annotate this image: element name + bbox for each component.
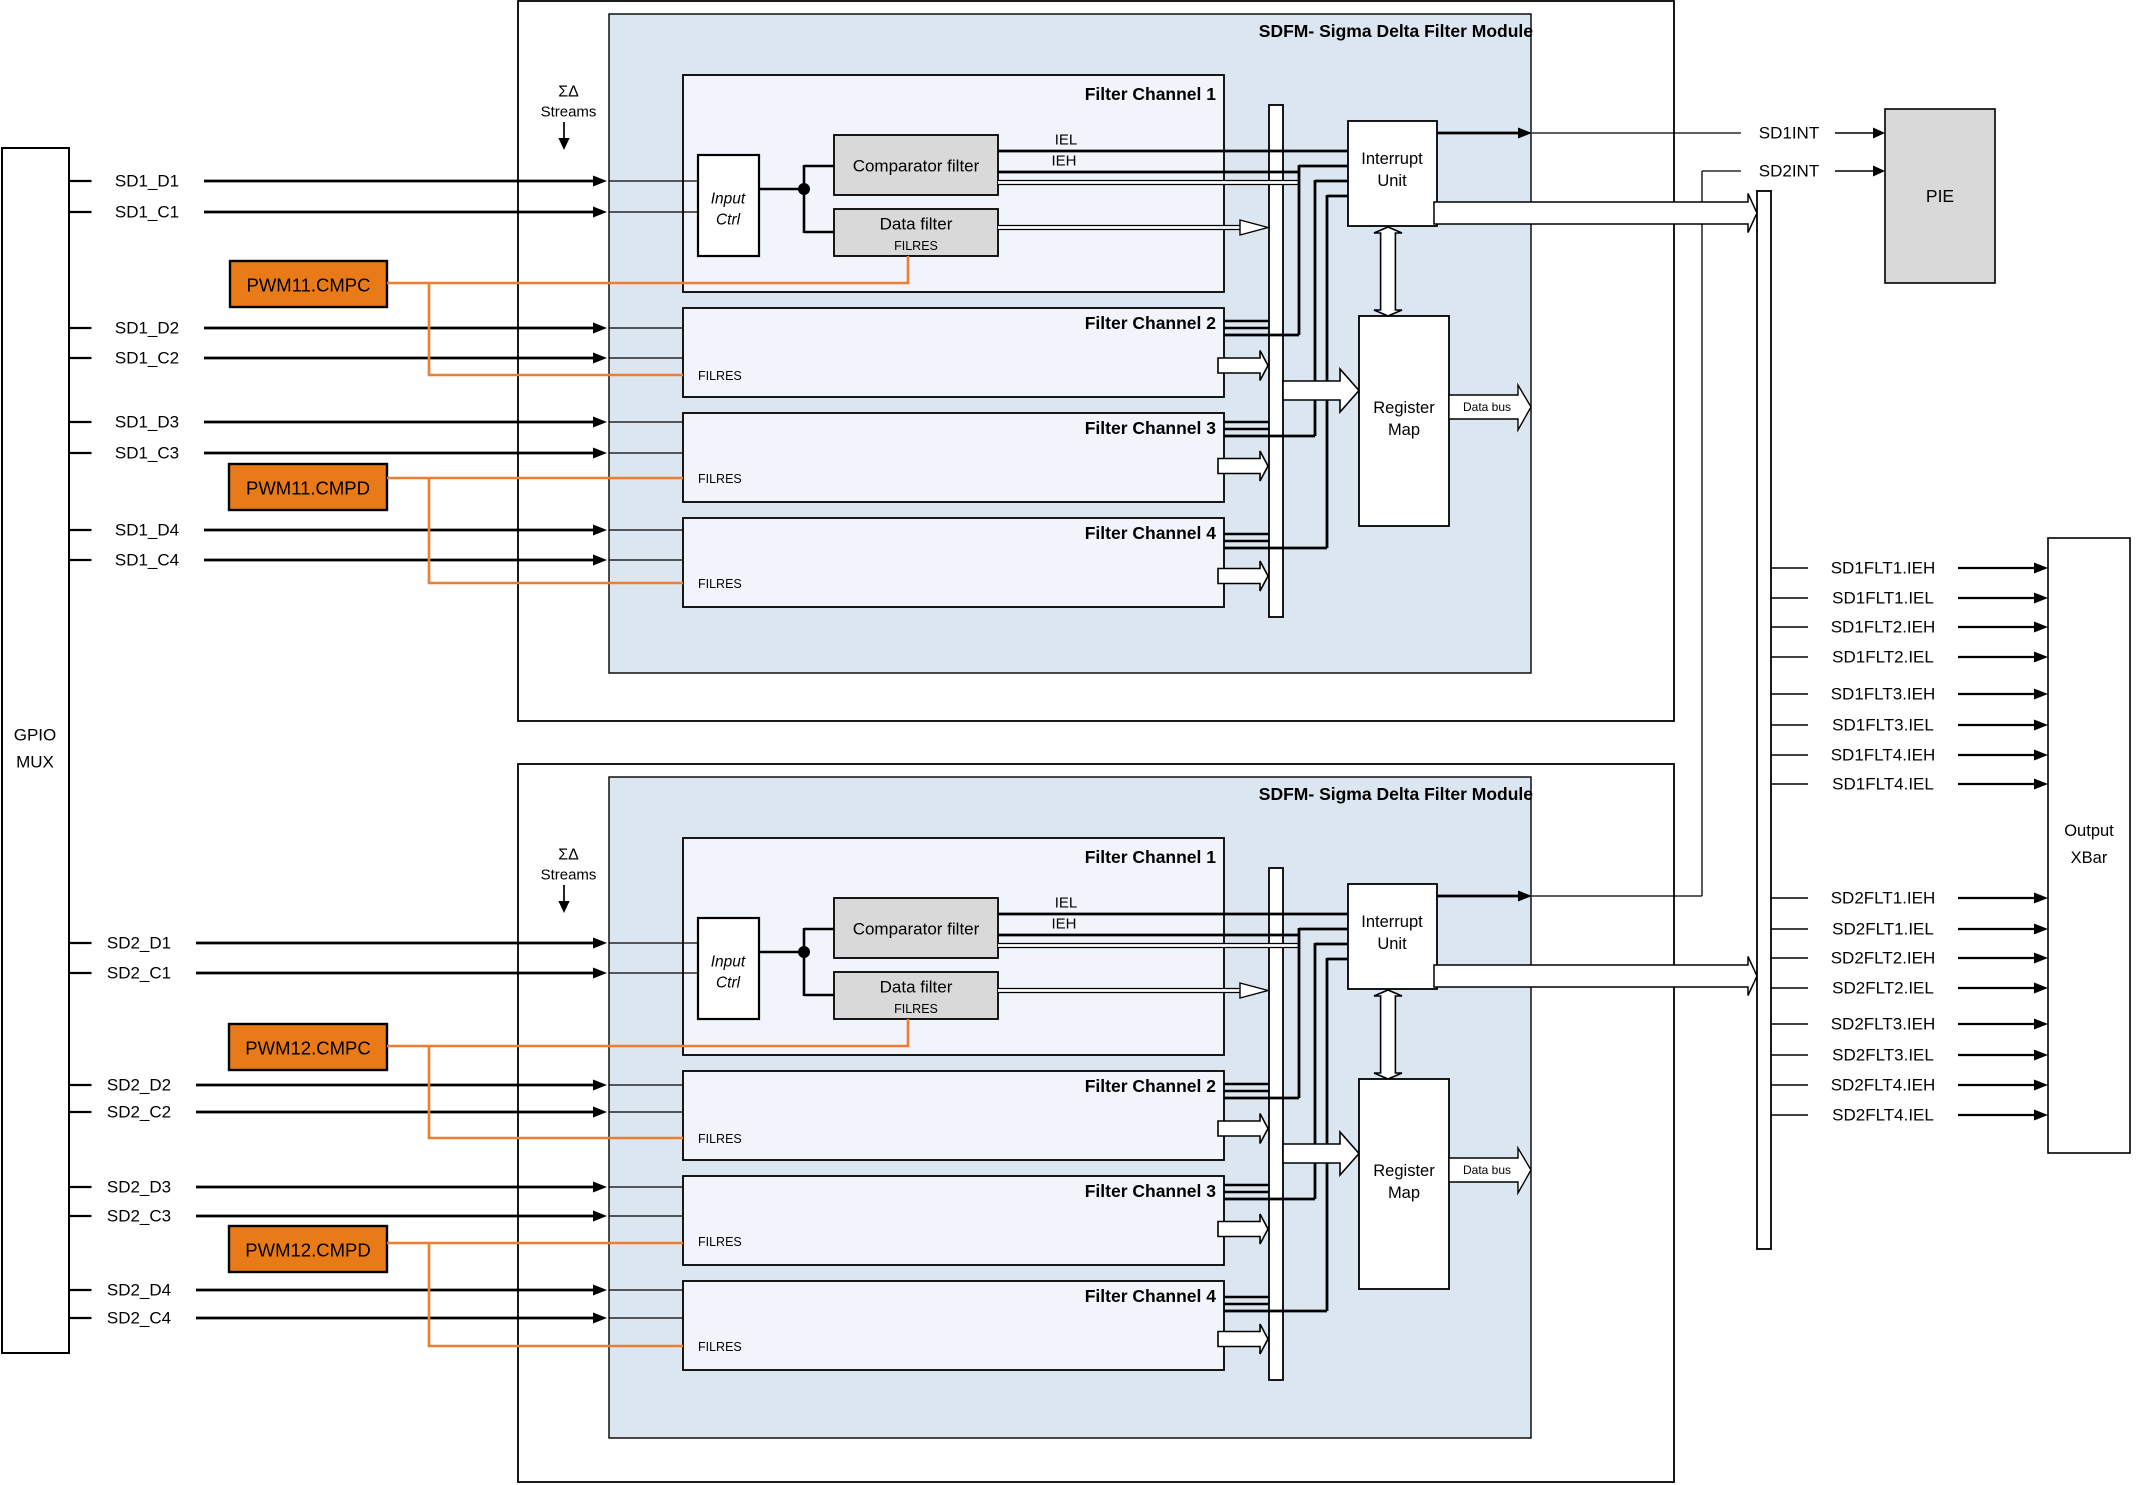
svg-text:ΣΔ: ΣΔ <box>558 847 579 864</box>
svg-text:FILRES: FILRES <box>894 239 938 253</box>
svg-text:SD2FLT1.IEH: SD2FLT1.IEH <box>1831 889 1936 908</box>
svg-text:SD2FLT1.IEL: SD2FLT1.IEL <box>1832 920 1934 939</box>
svg-text:SD1_D4: SD1_D4 <box>115 521 179 540</box>
svg-text:Unit: Unit <box>1377 172 1407 190</box>
svg-text:IEL: IEL <box>1055 895 1078 912</box>
svg-text:SD1_D3: SD1_D3 <box>115 413 179 432</box>
svg-text:FILRES: FILRES <box>698 1235 742 1249</box>
svg-text:SD2FLT3.IEH: SD2FLT3.IEH <box>1831 1015 1936 1034</box>
svg-text:SDFM- Sigma Delta Filter Modul: SDFM- Sigma Delta Filter Module <box>1259 784 1533 804</box>
svg-text:SD1_C2: SD1_C2 <box>115 349 179 368</box>
svg-text:Filter Channel 1: Filter Channel 1 <box>1085 84 1217 104</box>
svg-text:SD2FLT2.IEL: SD2FLT2.IEL <box>1832 979 1934 998</box>
svg-text:GPIO: GPIO <box>14 726 57 745</box>
svg-text:Register: Register <box>1373 1162 1435 1180</box>
svg-text:Input: Input <box>711 191 746 208</box>
svg-text:SD2FLT2.IEH: SD2FLT2.IEH <box>1831 949 1936 968</box>
svg-text:Output: Output <box>2064 822 2114 840</box>
svg-text:ΣΔ: ΣΔ <box>558 84 579 101</box>
svg-text:IEH: IEH <box>1051 916 1076 933</box>
svg-text:SD2FLT4.IEH: SD2FLT4.IEH <box>1831 1076 1936 1095</box>
svg-text:SD2_D4: SD2_D4 <box>107 1281 171 1300</box>
svg-text:PWM12.CMPC: PWM12.CMPC <box>245 1038 370 1059</box>
svg-text:SD1FLT3.IEH: SD1FLT3.IEH <box>1831 685 1936 704</box>
svg-text:Interrupt: Interrupt <box>1361 913 1423 931</box>
svg-text:Filter Channel 3: Filter Channel 3 <box>1085 418 1217 438</box>
svg-text:PWM11.CMPC: PWM11.CMPC <box>246 275 370 296</box>
svg-text:SD1_D1: SD1_D1 <box>115 172 179 191</box>
svg-text:Input: Input <box>711 954 746 971</box>
svg-text:SD2_C3: SD2_C3 <box>107 1207 171 1226</box>
svg-text:Interrupt: Interrupt <box>1361 150 1423 168</box>
svg-text:Filter Channel 4: Filter Channel 4 <box>1085 523 1217 543</box>
svg-text:SDFM- Sigma Delta Filter Modul: SDFM- Sigma Delta Filter Module <box>1259 21 1533 41</box>
svg-text:Register: Register <box>1373 399 1435 417</box>
svg-text:SD1FLT1.IEL: SD1FLT1.IEL <box>1832 589 1934 608</box>
svg-text:SD2INT: SD2INT <box>1759 162 1819 181</box>
svg-text:SD1FLT1.IEH: SD1FLT1.IEH <box>1831 559 1936 578</box>
svg-text:Streams: Streams <box>541 867 597 884</box>
svg-text:FILRES: FILRES <box>698 1340 742 1354</box>
svg-text:IEH: IEH <box>1051 153 1076 170</box>
svg-text:SD2_D1: SD2_D1 <box>107 934 171 953</box>
svg-text:SD1_C4: SD1_C4 <box>115 551 179 570</box>
svg-text:MUX: MUX <box>16 753 54 772</box>
svg-text:Filter Channel 3: Filter Channel 3 <box>1085 1181 1217 1201</box>
svg-text:SD1FLT4.IEH: SD1FLT4.IEH <box>1831 746 1936 765</box>
svg-text:SD1FLT3.IEL: SD1FLT3.IEL <box>1832 716 1934 735</box>
svg-text:SD2FLT3.IEL: SD2FLT3.IEL <box>1832 1046 1934 1065</box>
svg-text:FILRES: FILRES <box>698 472 742 486</box>
svg-text:Streams: Streams <box>541 104 597 121</box>
svg-text:Filter Channel 4: Filter Channel 4 <box>1085 1286 1217 1306</box>
svg-text:Filter Channel 1: Filter Channel 1 <box>1085 847 1217 867</box>
svg-text:Data filter: Data filter <box>880 215 953 234</box>
svg-text:FILRES: FILRES <box>698 577 742 591</box>
svg-text:SD2_C4: SD2_C4 <box>107 1309 171 1328</box>
svg-text:Comparator filter: Comparator filter <box>853 920 980 939</box>
svg-text:PWM12.CMPD: PWM12.CMPD <box>245 1240 370 1261</box>
svg-text:Unit: Unit <box>1377 935 1407 953</box>
svg-text:Data bus: Data bus <box>1463 400 1511 414</box>
svg-text:Filter Channel 2: Filter Channel 2 <box>1085 313 1217 333</box>
svg-text:SD2_D3: SD2_D3 <box>107 1178 171 1197</box>
svg-text:SD1FLT2.IEL: SD1FLT2.IEL <box>1832 648 1934 667</box>
svg-text:SD2_D2: SD2_D2 <box>107 1076 171 1095</box>
svg-text:XBar: XBar <box>2071 849 2108 867</box>
svg-text:SD1_C1: SD1_C1 <box>115 203 179 222</box>
svg-text:Filter Channel 2: Filter Channel 2 <box>1085 1076 1217 1096</box>
svg-text:Map: Map <box>1388 421 1420 439</box>
svg-text:FILRES: FILRES <box>698 1132 742 1146</box>
svg-text:SD2FLT4.IEL: SD2FLT4.IEL <box>1832 1106 1934 1125</box>
svg-text:PWM11.CMPD: PWM11.CMPD <box>246 478 370 499</box>
svg-text:FILRES: FILRES <box>698 369 742 383</box>
svg-text:Data bus: Data bus <box>1463 1163 1511 1177</box>
svg-text:Data filter: Data filter <box>880 978 953 997</box>
svg-text:SD1_D2: SD1_D2 <box>115 319 179 338</box>
svg-text:IEL: IEL <box>1055 132 1078 149</box>
svg-text:SD2_C2: SD2_C2 <box>107 1103 171 1122</box>
svg-text:PIE: PIE <box>1926 186 1954 206</box>
svg-text:Ctrl: Ctrl <box>716 212 741 229</box>
svg-text:Map: Map <box>1388 1184 1420 1202</box>
svg-text:SD2_C1: SD2_C1 <box>107 964 171 983</box>
svg-text:Ctrl: Ctrl <box>716 975 741 992</box>
svg-text:SD1FLT4.IEL: SD1FLT4.IEL <box>1832 775 1934 794</box>
svg-text:SD1_C3: SD1_C3 <box>115 444 179 463</box>
svg-text:FILRES: FILRES <box>894 1002 938 1016</box>
svg-text:Comparator filter: Comparator filter <box>853 157 980 176</box>
svg-text:SD1FLT2.IEH: SD1FLT2.IEH <box>1831 618 1936 637</box>
svg-text:SD1INT: SD1INT <box>1759 124 1819 143</box>
